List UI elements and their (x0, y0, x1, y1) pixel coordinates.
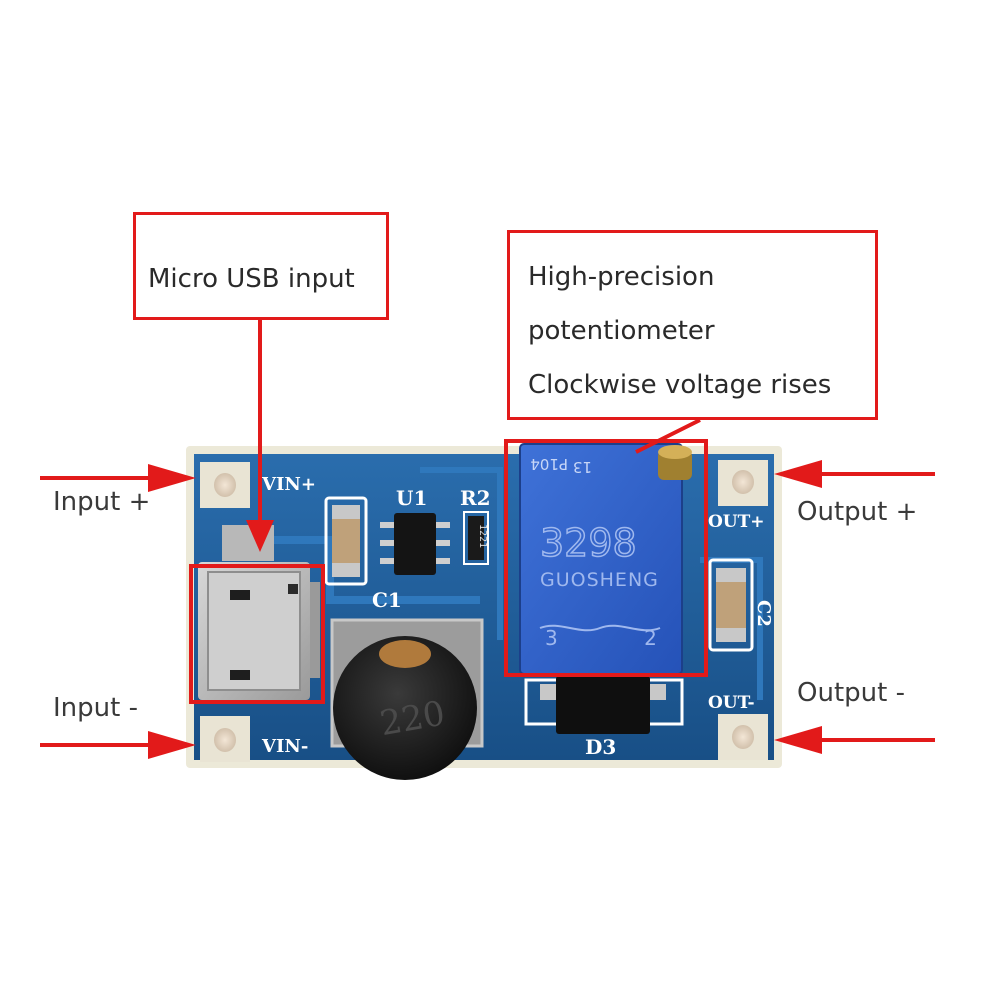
resistor-r2: 1221 (463, 511, 489, 565)
potentiometer-3296: P104 13 3298 GUOSHENG 3 2 (519, 443, 697, 675)
silk-vin-plus: VIN+ (261, 474, 316, 495)
silk-c1: C1 (372, 588, 402, 612)
silk-out-minus: OUT- (708, 693, 755, 713)
pot-highlight-box (504, 439, 708, 677)
resistor-r2-code: 1221 (477, 524, 488, 548)
pot-callout-line-2: potentiometer (528, 316, 715, 346)
pad-out-minus (718, 714, 768, 760)
arrow-input-plus (40, 464, 196, 492)
usb-highlight-box (189, 564, 325, 704)
usb-callout-box (133, 212, 389, 320)
silk-d3: D3 (585, 735, 616, 759)
ic-u1 (380, 513, 450, 575)
arrow-output-plus (774, 460, 935, 488)
pad-vin-minus (200, 716, 250, 762)
arrow-output-minus (774, 726, 935, 754)
usb-callout-arrowhead (246, 520, 274, 552)
pot-top-text: P104 (530, 455, 568, 473)
silk-vin-minus: VIN- (261, 736, 308, 757)
pot-top-text-2: 13 (573, 458, 592, 476)
capacitor-c1 (324, 496, 368, 586)
pot-callout-box (507, 230, 878, 420)
micro-usb-connector (198, 525, 320, 700)
diode-d3 (524, 676, 684, 734)
silk-u1: U1 (396, 486, 427, 510)
pot-callout-line (635, 418, 701, 454)
arrow-input-minus (40, 731, 196, 759)
usb-callout-text: Micro USB input (148, 264, 355, 294)
pad-out-plus (718, 460, 768, 506)
output-minus-label: Output - (797, 678, 905, 708)
pot-model: 3298 (540, 521, 637, 565)
silk-r2: R2 (460, 486, 491, 510)
pot-callout-line-3: Clockwise voltage rises (528, 370, 832, 400)
pot-brand: GUOSHENG (540, 569, 659, 591)
pot-pins: 3 2 (545, 626, 697, 650)
silk-c2: C2 (753, 600, 774, 627)
pot-callout-line-1: High-precision (528, 262, 715, 292)
input-minus-label: Input - (53, 693, 138, 723)
pad-vin-plus (200, 462, 250, 508)
silk-out-plus: OUT+ (708, 512, 765, 532)
capacitor-c2 (708, 558, 754, 652)
inductor-l1: 220 (330, 618, 484, 780)
input-plus-label: Input + (53, 487, 151, 517)
output-plus-label: Output + (797, 497, 918, 527)
